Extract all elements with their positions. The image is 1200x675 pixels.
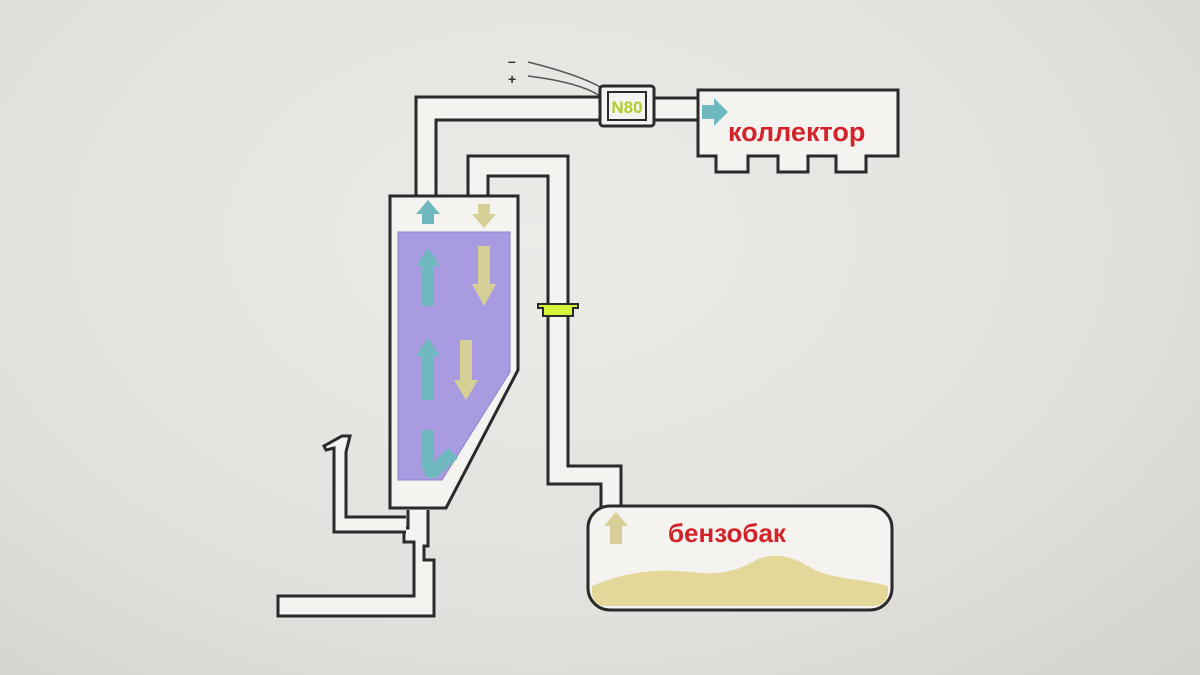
n80-valve-label: N80: [611, 98, 642, 117]
collector-label: коллектор: [728, 117, 865, 147]
wire-minus: [527, 61, 603, 89]
valve-to-collector-pipe: [648, 96, 702, 122]
arrow-down-icon: [472, 204, 496, 228]
arrow-down-icon: [454, 340, 478, 400]
wire-plus-sign: +: [508, 71, 516, 87]
arrow-turn-icon: [421, 430, 458, 478]
arrow-up-icon: [416, 338, 440, 400]
collector-arrow-icon: [702, 98, 728, 126]
air-inlet-pipe: [322, 434, 406, 534]
collector-manifold: [696, 88, 900, 174]
vent-line-valve: [537, 303, 579, 317]
arrow-up-icon: [416, 248, 440, 306]
purge-pipe: [414, 95, 606, 196]
wire-minus-sign: –: [508, 53, 516, 69]
arrow-down-icon: [472, 246, 496, 306]
fuel-level: [592, 555, 888, 606]
n80-valve-inner: [607, 91, 647, 121]
arrow-up-icon: [416, 200, 440, 224]
tank-arrow-up-icon: [604, 512, 628, 544]
adsorber-charcoal-bed: [397, 231, 511, 481]
tank-label: бензобак: [668, 518, 787, 548]
wire-plus: [527, 75, 601, 97]
